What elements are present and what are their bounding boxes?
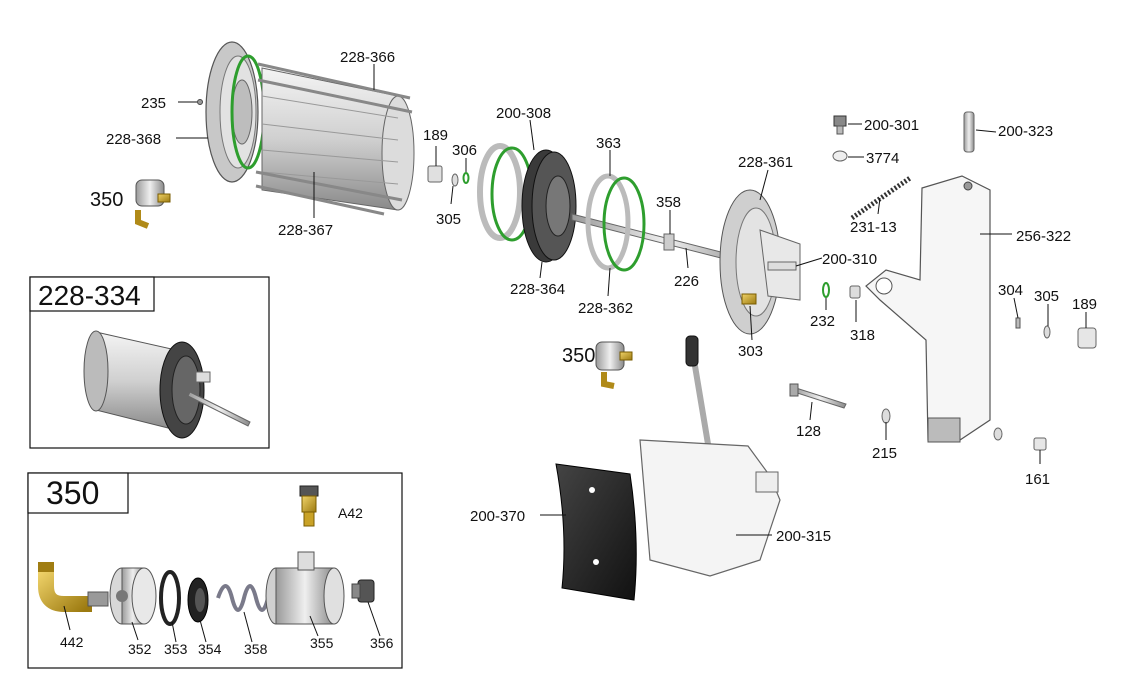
label-363: 363 <box>596 135 621 152</box>
label-442: 442 <box>60 634 84 650</box>
label-200-323: 200-323 <box>998 123 1053 140</box>
label-228-368: 228-368 <box>106 131 161 148</box>
cap-352 <box>109 567 157 625</box>
label-3774: 3774 <box>866 150 899 167</box>
label-a42: A42 <box>338 505 363 521</box>
nut-318 <box>849 285 861 299</box>
label-200-315: 200-315 <box>776 528 831 545</box>
label-305-right: 305 <box>1034 288 1059 305</box>
nut-161 <box>1033 437 1047 451</box>
valve-350-icon-left <box>135 179 171 229</box>
spring-358 <box>216 584 270 612</box>
label-256-322: 256-322 <box>1016 228 1071 245</box>
label-200-301: 200-301 <box>864 117 919 134</box>
valve-350-icon-mid <box>595 341 633 389</box>
inset-valve-title: 350 <box>46 475 99 511</box>
label-189-left: 189 <box>423 127 448 144</box>
part-labels: 235 228-368 228-366 228-367 350 189 306 … <box>90 49 1097 545</box>
screw-235 <box>197 99 203 105</box>
washer-215 <box>881 408 891 424</box>
label-228-362: 228-362 <box>578 300 633 317</box>
elbow-442 <box>38 562 109 612</box>
label-200-308: 200-308 <box>496 105 551 122</box>
body-355 <box>265 551 345 625</box>
assembly-drum-icon <box>83 330 251 439</box>
inset-assembly-228-334: 228-334 <box>29 276 270 449</box>
label-228-367: 228-367 <box>278 222 333 239</box>
label-353: 353 <box>164 641 188 657</box>
label-354: 354 <box>198 641 222 657</box>
label-226: 226 <box>674 273 699 290</box>
label-231-13: 231-13 <box>850 219 897 236</box>
label-189-right: 189 <box>1072 296 1097 313</box>
part-304 <box>1015 317 1021 329</box>
tie-rods-228-366 <box>255 62 413 216</box>
brass-fitting-303 <box>741 293 757 305</box>
label-200-370: 200-370 <box>470 508 525 525</box>
pin-200-310 <box>767 261 797 271</box>
brake-plate-200-315 <box>639 439 781 577</box>
label-306: 306 <box>452 142 477 159</box>
label-318: 318 <box>850 327 875 344</box>
label-304: 304 <box>998 282 1023 299</box>
label-355: 355 <box>310 635 334 651</box>
end-plate-228-361 <box>719 189 801 335</box>
oring-306 <box>462 172 470 184</box>
brake-pad-200-370 <box>555 463 637 601</box>
leader-lines <box>176 64 1087 536</box>
washer-small <box>993 427 1003 441</box>
handle <box>685 335 713 457</box>
pin-200-323 <box>963 111 975 153</box>
label-350-left: 350 <box>90 189 123 211</box>
bolt-128 <box>789 383 847 409</box>
washer-305-right <box>1043 325 1051 339</box>
inset-assembly-title: 228-334 <box>38 280 141 311</box>
nut-189-right <box>1077 327 1097 349</box>
inset-valve-350: 350 A42 <box>27 472 403 669</box>
piston-228-364 <box>521 149 577 263</box>
label-358-inset: 358 <box>244 641 268 657</box>
nut-3774 <box>832 150 848 162</box>
label-215: 215 <box>872 445 897 462</box>
bolt-200-301 <box>833 115 847 135</box>
label-235: 235 <box>141 95 166 112</box>
seal-ring-228-362 <box>585 173 646 272</box>
label-350-mid: 350 <box>562 345 595 367</box>
label-228-364: 228-364 <box>510 281 565 298</box>
lever-arm-256-322 <box>865 175 991 443</box>
label-356: 356 <box>370 635 394 651</box>
label-200-310: 200-310 <box>822 251 877 268</box>
label-128: 128 <box>796 423 821 440</box>
plug-356 <box>351 579 375 603</box>
label-228-361: 228-361 <box>738 154 793 171</box>
seal-354 <box>187 577 209 623</box>
oring-232 <box>822 282 830 298</box>
label-228-366: 228-366 <box>340 49 395 66</box>
nut-189-left <box>427 165 443 183</box>
label-303: 303 <box>738 343 763 360</box>
label-352: 352 <box>128 641 152 657</box>
spring-231-13 <box>850 175 912 221</box>
label-161: 161 <box>1025 471 1050 488</box>
washer-353 <box>159 570 181 626</box>
fitting-a42 <box>299 485 319 527</box>
label-358-main: 358 <box>656 194 681 211</box>
label-232: 232 <box>810 313 835 330</box>
label-305-left: 305 <box>436 211 461 228</box>
washer-305-left <box>451 173 459 187</box>
